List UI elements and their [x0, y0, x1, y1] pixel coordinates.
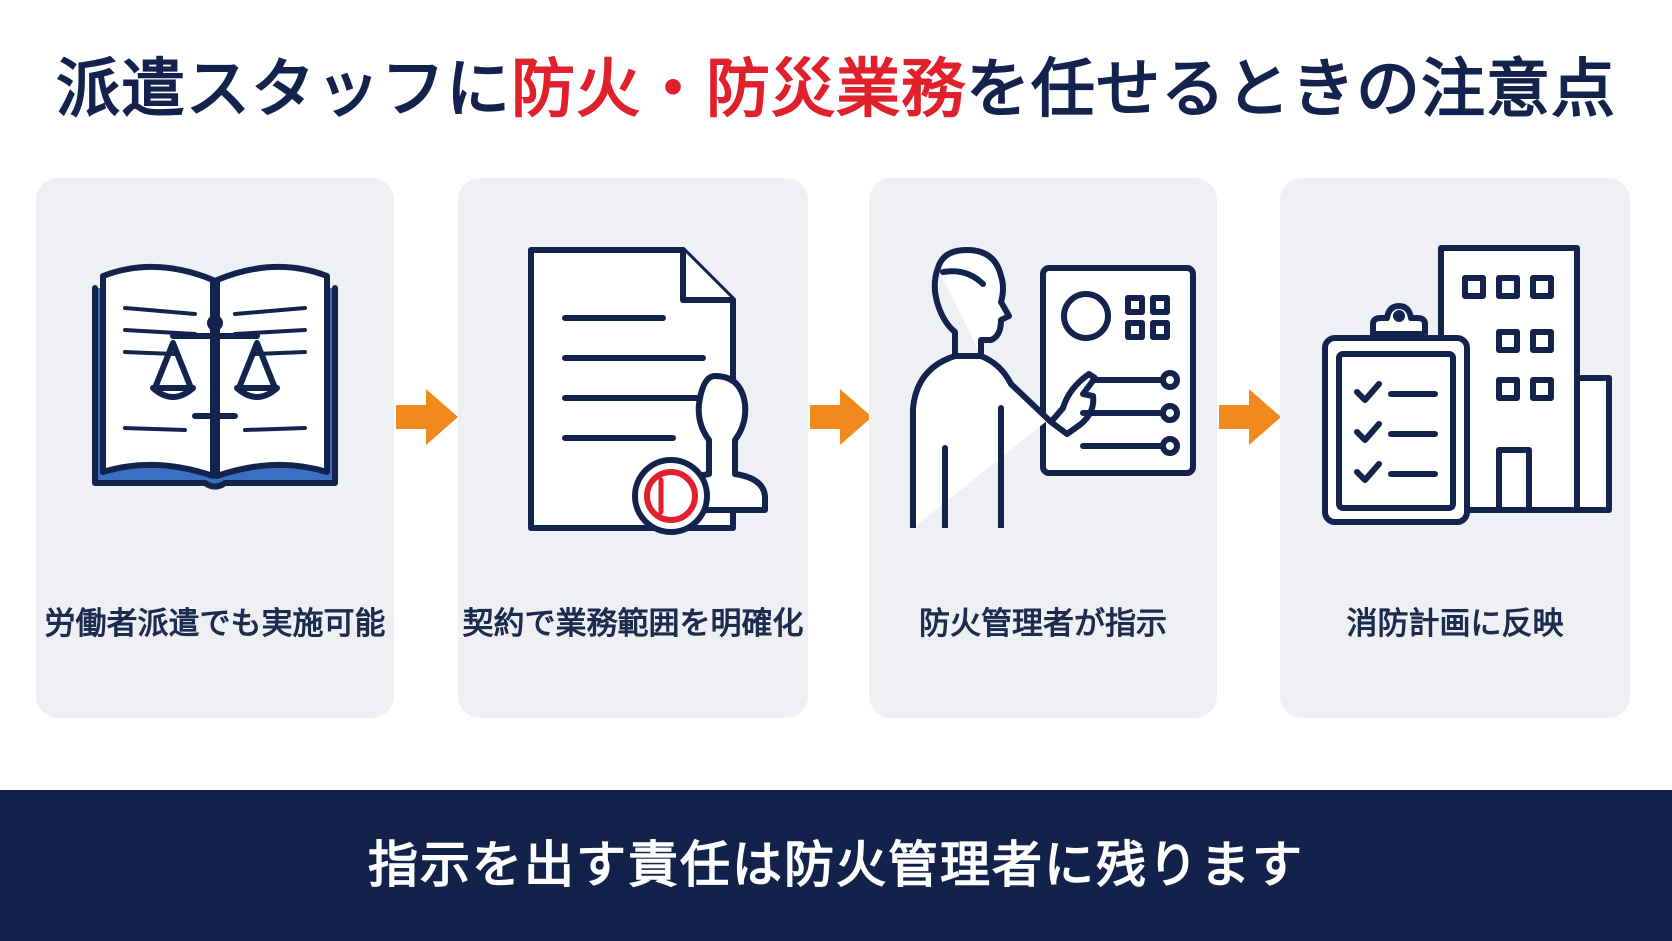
- page-title: 派遣スタッフに防火・防災業務を任せるときの注意点: [0, 40, 1672, 140]
- footer-banner: 指示を出す責任は防火管理者に残ります: [0, 790, 1672, 941]
- arrow-right-icon: [1215, 385, 1285, 449]
- step-label-4: 消防計画に反映: [1346, 606, 1564, 642]
- footer-text: 指示を出す責任は防火管理者に残ります: [368, 836, 1304, 894]
- title-part1: 派遣スタッフに: [56, 53, 511, 127]
- step-card-2: 契約で業務範囲を明確化: [458, 178, 808, 718]
- step-card-4: 消防計画に反映: [1280, 178, 1630, 718]
- step-card-1: 労働者派遣でも実施可能: [36, 178, 394, 718]
- contract-stamp-icon: [458, 228, 808, 548]
- step-label-1: 労働者派遣でも実施可能: [44, 606, 386, 642]
- law-book-scales-icon: [36, 228, 394, 548]
- title-highlight: 防火・防災業務: [511, 53, 966, 127]
- step-card-3: 防火管理者が指示: [869, 178, 1217, 718]
- step-label-3: 防火管理者が指示: [919, 606, 1167, 642]
- arrow-right-icon: [806, 385, 876, 449]
- manager-pointing-board-icon: [869, 228, 1217, 548]
- checklist-building-icon: [1280, 228, 1630, 548]
- arrow-right-icon: [392, 385, 462, 449]
- title-part2: を任せるときの注意点: [966, 53, 1616, 127]
- step-label-2: 契約で業務範囲を明確化: [462, 606, 804, 642]
